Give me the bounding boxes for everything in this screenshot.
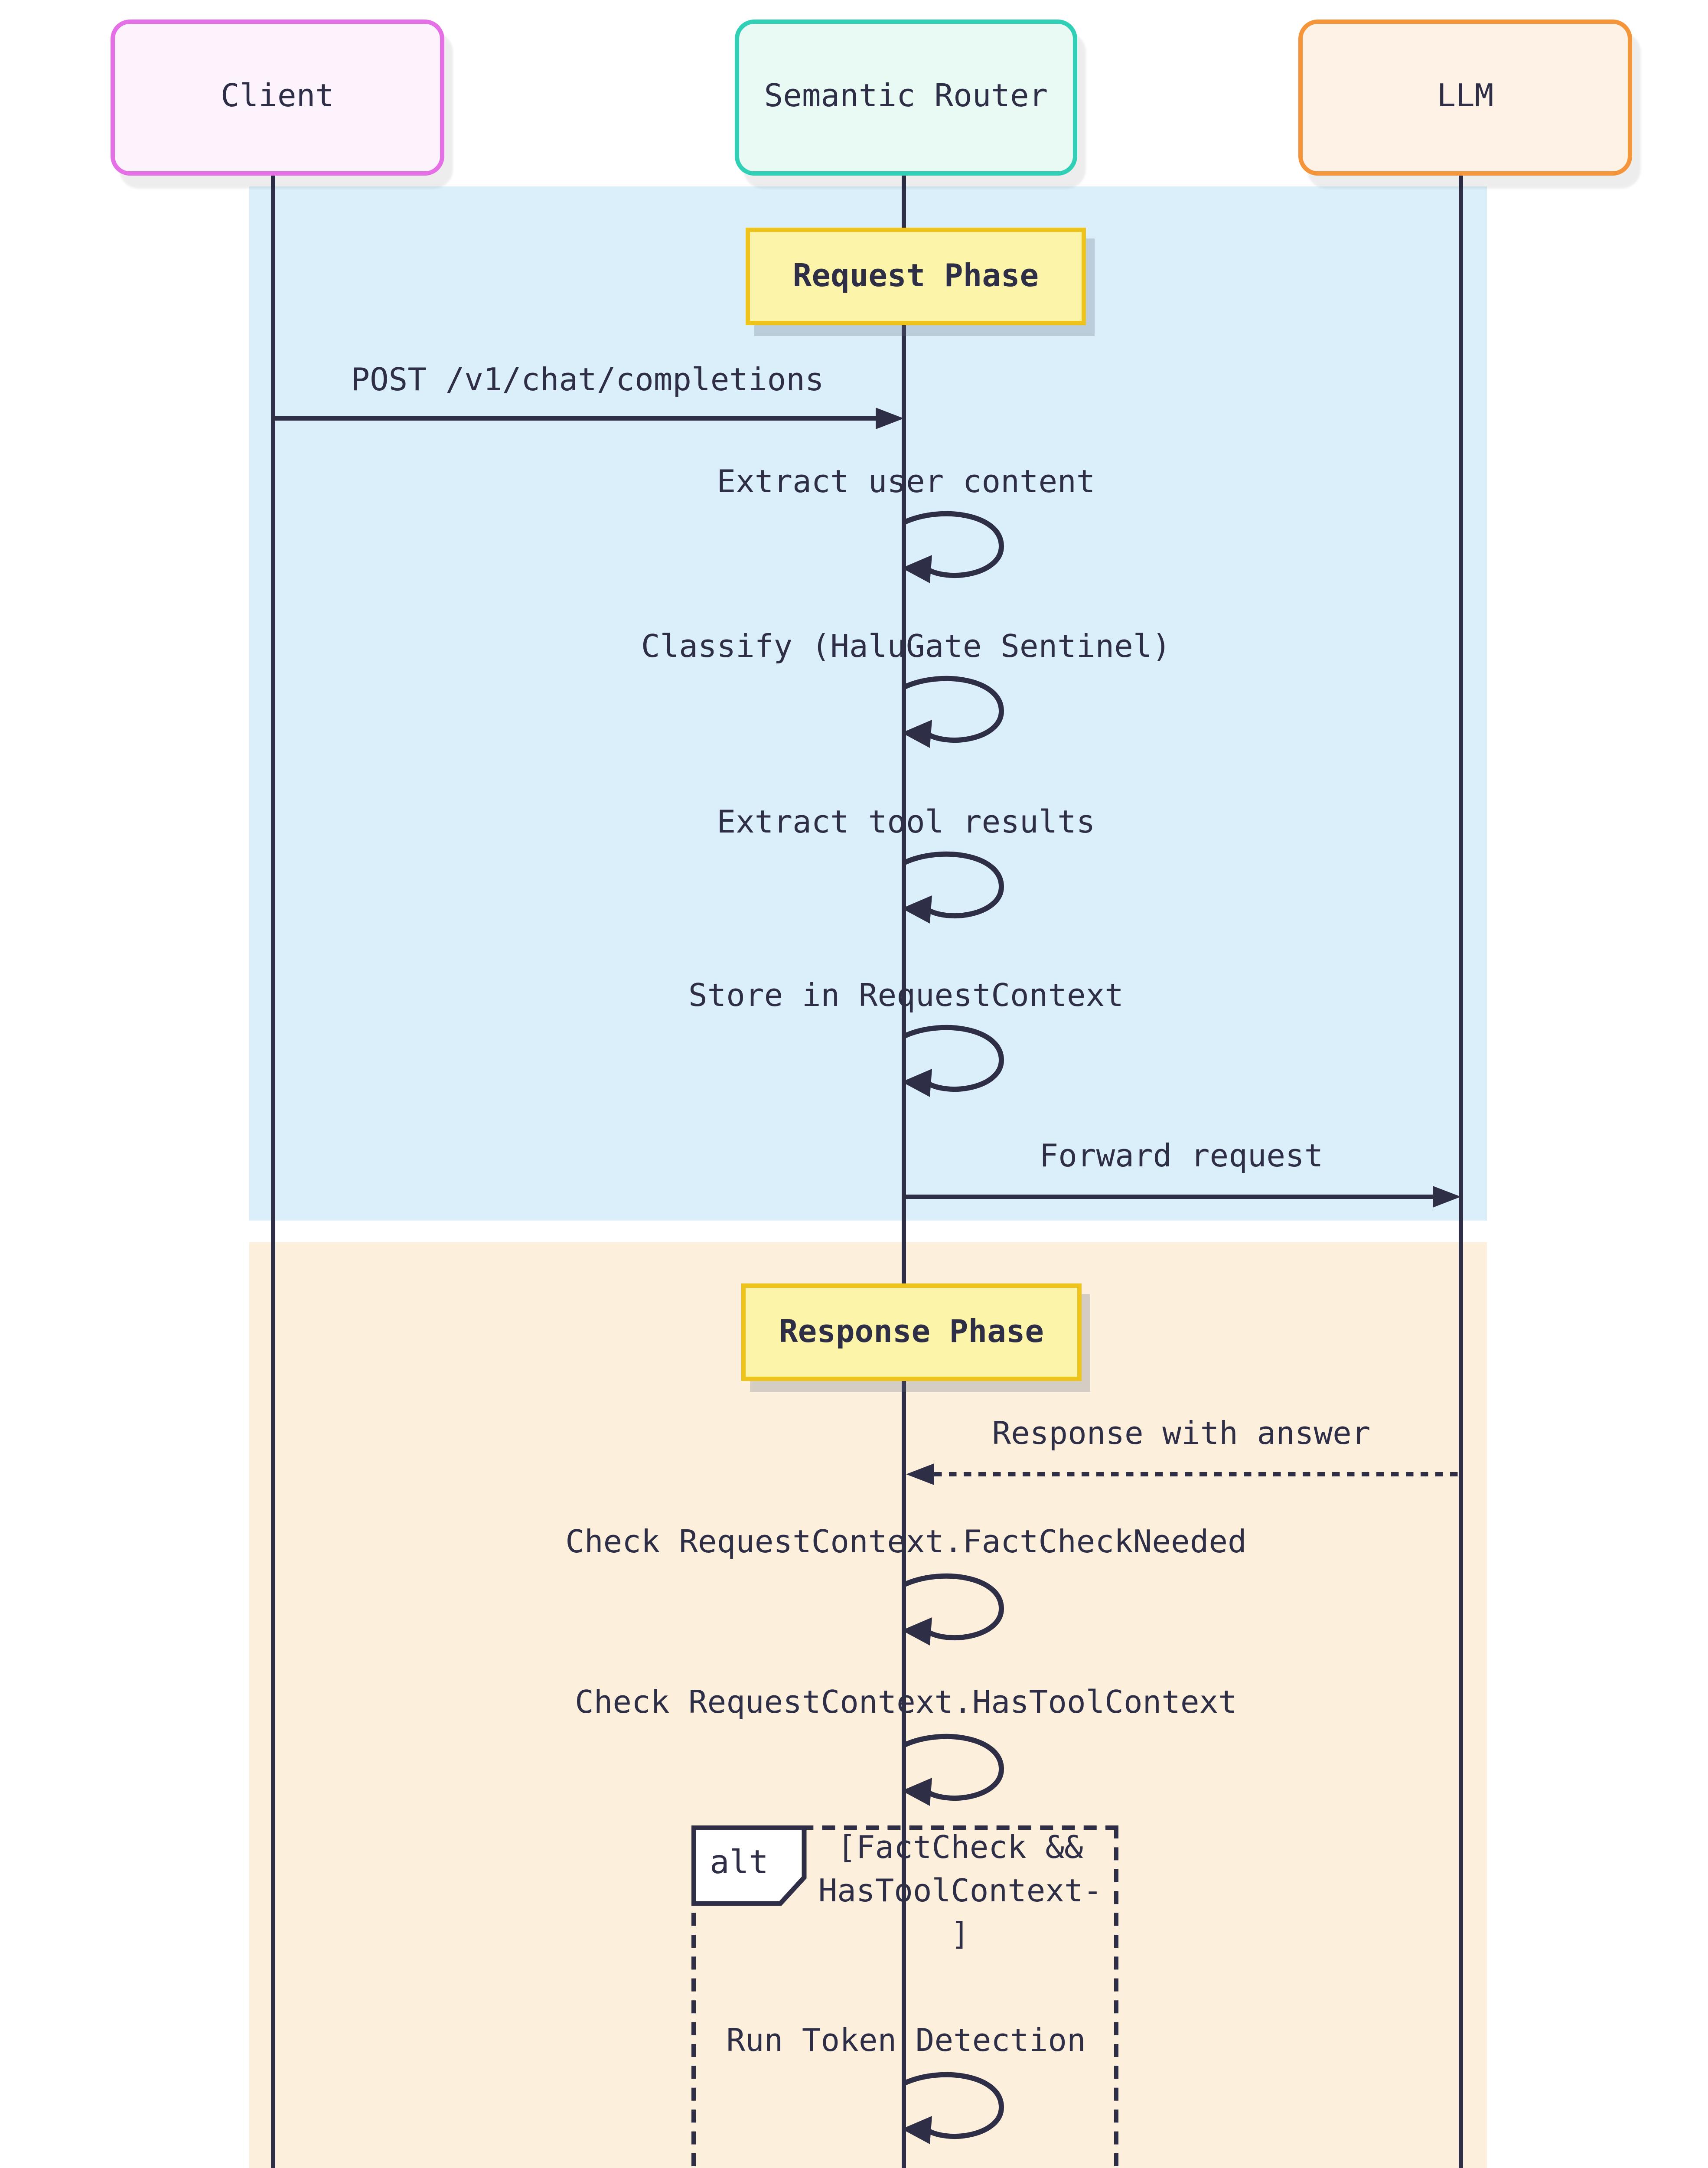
alt-condition-1-line: [FactCheck && [837, 1832, 1083, 1867]
self-loop-arrow [902, 1573, 1004, 1646]
lifeline-semantic-router [902, 167, 906, 2168]
message-classify-label: Classify (HaluGate Sentinel) [641, 631, 1171, 666]
message-forward-arrow-line [904, 1195, 1433, 1200]
alt-frame [691, 1825, 1118, 2168]
message-forward-arrowhead-icon [1433, 1185, 1461, 1207]
alt-condition-1-line: ] [951, 1919, 970, 1953]
alt-label-box [691, 1825, 807, 1906]
message-check-hastool-label: Check RequestContext.HasToolContext [575, 1687, 1237, 1721]
message-post-arrow-line [273, 416, 876, 421]
participant-semantic-router-label: Semantic Router [764, 80, 1048, 115]
alt-condition-1: [FactCheck && HasToolContext- ] [818, 1828, 1102, 1958]
participant-client-label: Client [220, 80, 334, 115]
note-request-phase-label: Request Phase [792, 259, 1039, 294]
message-post-arrowhead-icon [876, 406, 904, 428]
request-phase-background [249, 186, 1487, 1221]
message-response-answer-arrowhead-icon [906, 1462, 934, 1484]
self-loop-arrow [902, 511, 1004, 583]
participant-semantic-router-top: Semantic Router [735, 20, 1077, 176]
message-post-label: POST /v1/chat/completions [351, 364, 824, 399]
lifeline-llm [1459, 167, 1463, 2168]
alt-label: alt [710, 1843, 769, 1882]
participant-llm-label: LLM [1437, 80, 1494, 115]
message-forward-label: Forward request [1039, 1140, 1323, 1175]
participant-llm-top: LLM [1298, 20, 1632, 176]
message-extract-user-label: Extract user content [717, 466, 1095, 501]
self-loop-arrow [902, 676, 1004, 748]
note-response-phase: Response Phase [741, 1283, 1082, 1381]
participant-client-top: Client [111, 20, 444, 176]
self-loop-arrow [902, 1734, 1004, 1806]
message-run-token-label: Run Token Detection [726, 2025, 1086, 2060]
note-response-phase-label: Response Phase [779, 1315, 1044, 1350]
self-loop-arrow [902, 2072, 1004, 2144]
response-phase-background [249, 1242, 1487, 2168]
self-loop-arrow [902, 1025, 1004, 1097]
message-response-answer-label: Response with answer [992, 1418, 1371, 1453]
message-check-factcheck-label: Check RequestContext.FactCheckNeeded [565, 1526, 1247, 1561]
message-store-context-label: Store in RequestContext [688, 980, 1124, 1015]
alt-condition-1-line: HasToolContext- [818, 1875, 1102, 1910]
message-response-answer-arrow-line [934, 1472, 1461, 1477]
lifeline-client [271, 167, 275, 2168]
self-loop-arrow [902, 851, 1004, 924]
note-request-phase: Request Phase [746, 228, 1086, 325]
message-extract-tool-label: Extract tool results [717, 806, 1095, 841]
